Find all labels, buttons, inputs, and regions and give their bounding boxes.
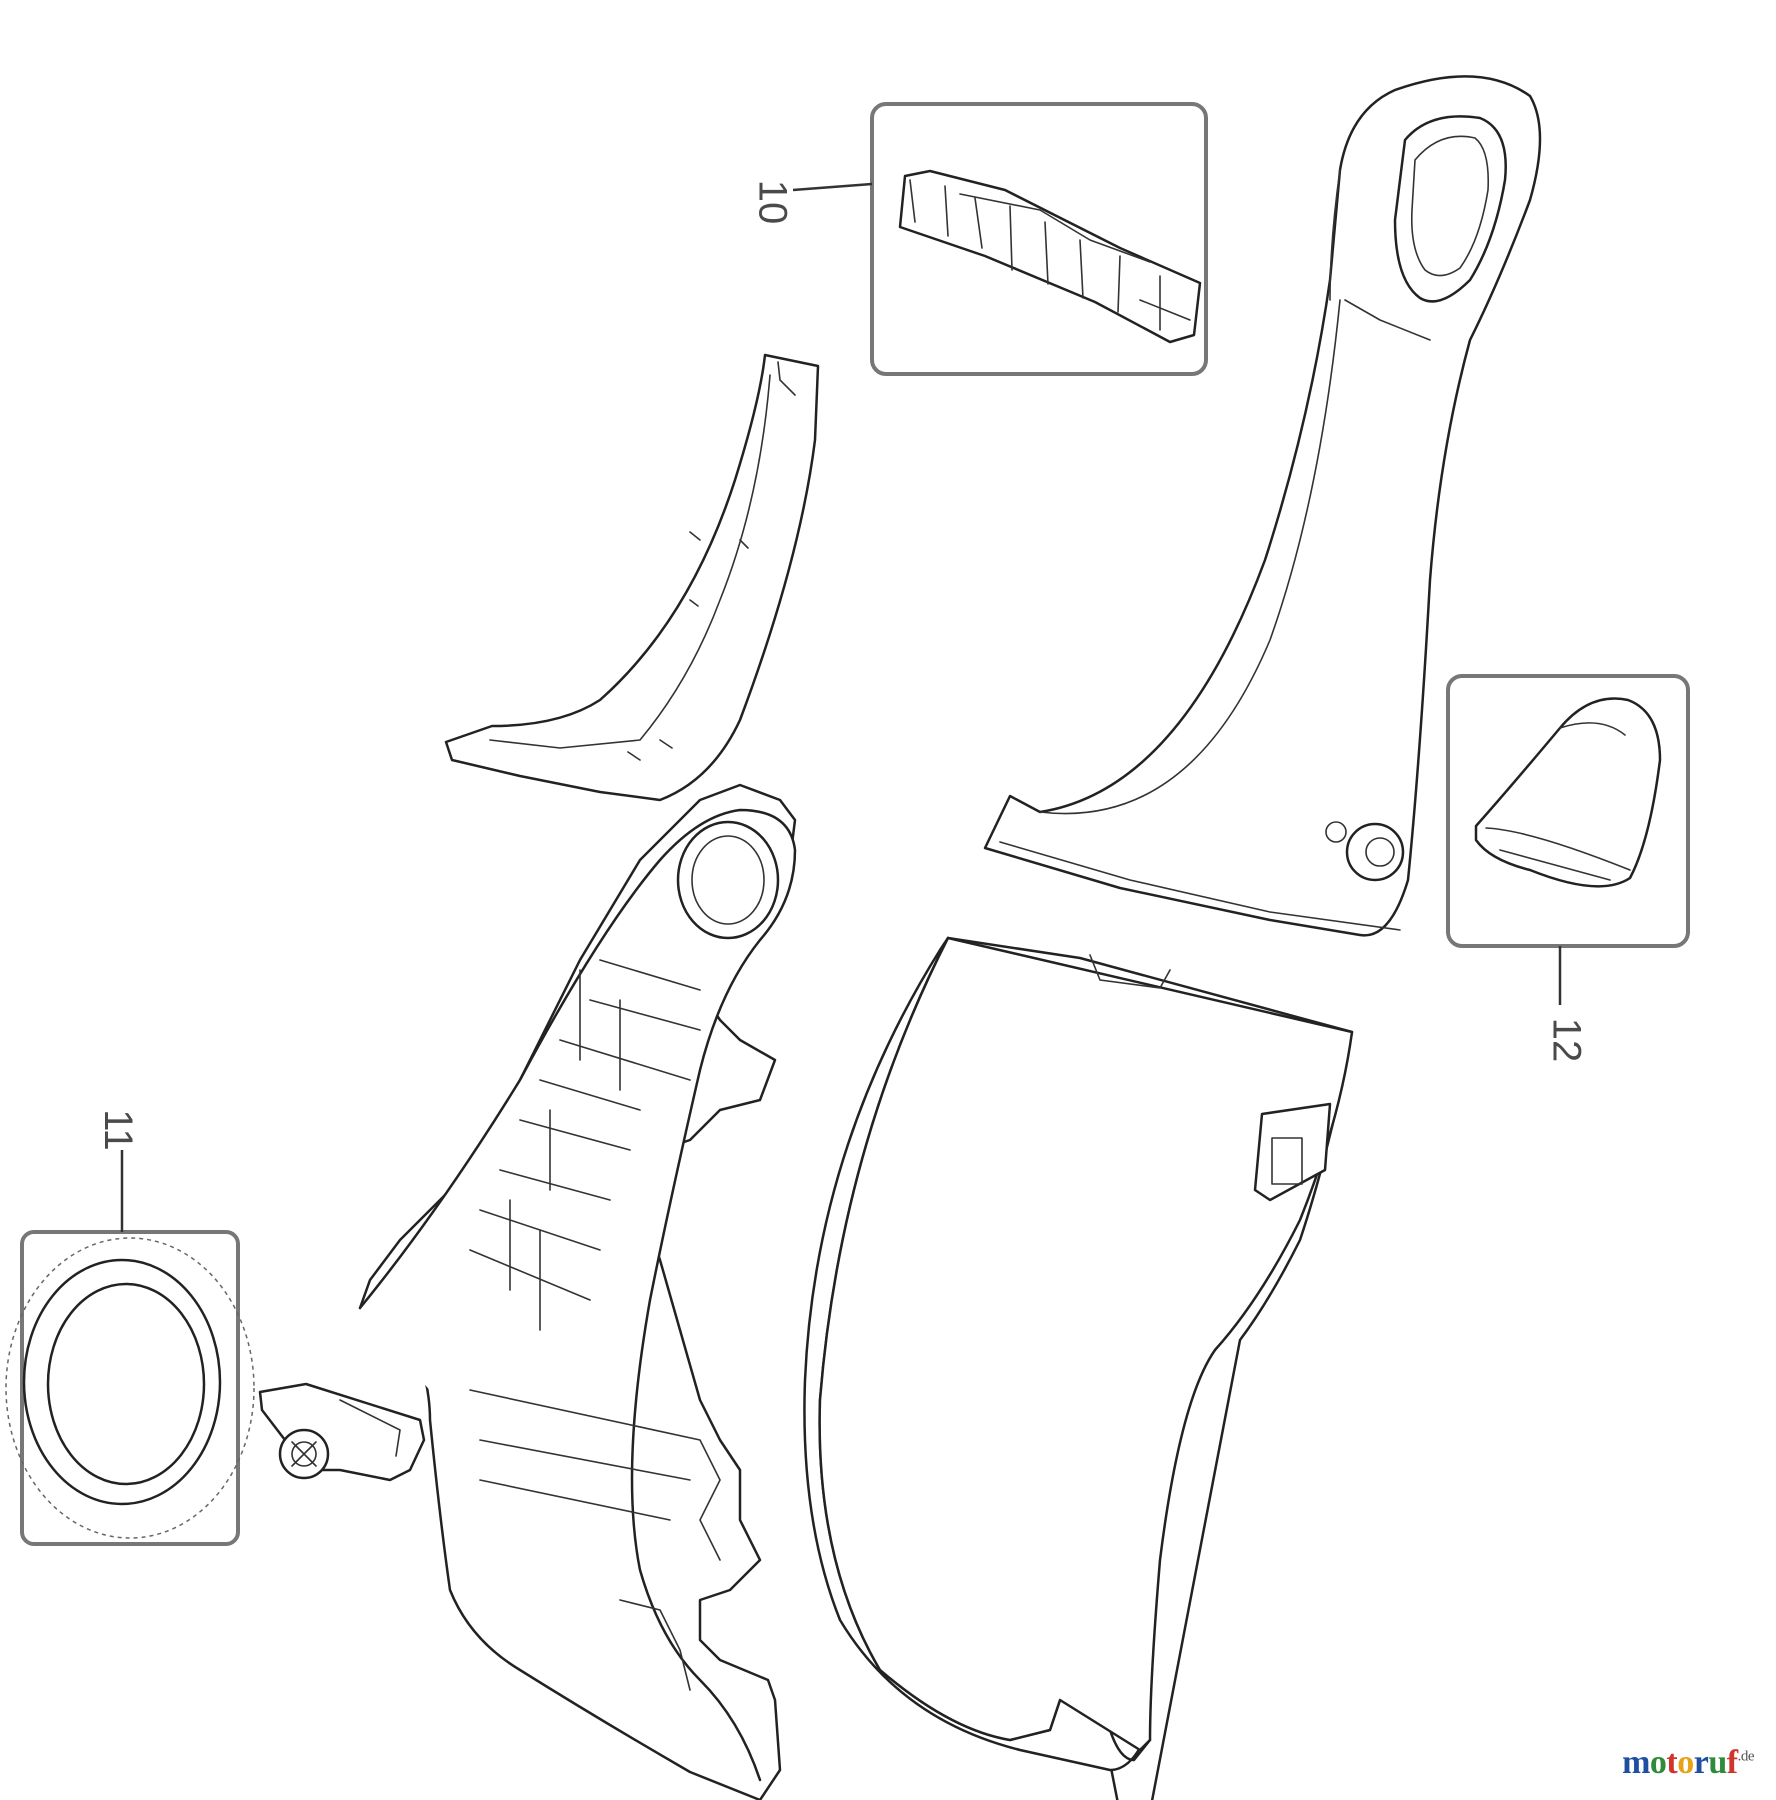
- right-housing-handle: [983, 75, 1542, 937]
- watermark-letter: u: [1708, 1744, 1727, 1781]
- detail-box-10: [792, 102, 1208, 376]
- left-housing: [258, 783, 797, 1800]
- callout-number-10: 10: [750, 179, 795, 225]
- watermark-suffix: .de: [1737, 1748, 1755, 1765]
- watermark-letter: r: [1693, 1744, 1709, 1781]
- detail-box-12: [1446, 674, 1690, 1005]
- watermark-letter: m: [1622, 1744, 1650, 1781]
- watermark-logo: motoruf.de: [1622, 1744, 1754, 1782]
- watermark-letter: o: [1677, 1744, 1694, 1781]
- watermark-letter: f: [1726, 1744, 1738, 1781]
- callout-number-11: 11: [95, 1109, 140, 1151]
- callout-number-12: 12: [1544, 1017, 1589, 1063]
- watermark-letter: t: [1666, 1744, 1678, 1781]
- lower-right-cover: [803, 936, 1354, 1800]
- detail-box-11: [5, 1150, 255, 1546]
- watermark-letter: o: [1649, 1744, 1667, 1781]
- watermark-main-text: motoruf: [1622, 1744, 1738, 1781]
- top-cover-strip: [444, 353, 820, 802]
